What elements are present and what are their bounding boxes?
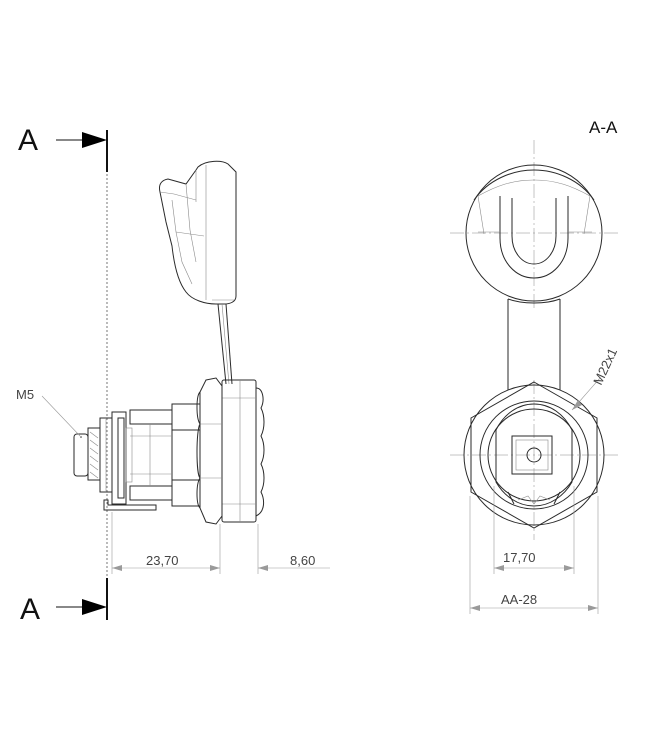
section-arrow-bottom-icon	[82, 599, 107, 615]
section-view-title: A-A	[589, 118, 618, 137]
dim-aa-28: AA-28	[501, 592, 537, 607]
dim-8-60: 8,60	[290, 553, 315, 568]
section-view: M22x1 17,70 AA-28	[450, 140, 620, 614]
section-marker-letter-bottom: A	[20, 593, 40, 626]
nut-face	[463, 381, 605, 529]
dust-cap	[159, 160, 237, 305]
section-centerlines	[450, 140, 618, 540]
hex-nut	[196, 377, 223, 525]
cap-arm	[507, 298, 561, 390]
rear-flange	[221, 379, 265, 523]
side-view: M5 23,70 8,60	[16, 160, 330, 574]
m5-callout: M5	[16, 387, 81, 437]
side-dimensions: 23,70 8,60	[111, 512, 330, 574]
cap-strap	[217, 303, 233, 385]
section-marker-top: A	[18, 124, 107, 157]
cap-head	[465, 164, 603, 302]
section-marker-letter-top: A	[18, 124, 38, 157]
section-marker-bottom: A	[20, 593, 107, 626]
m5-bolt	[73, 417, 113, 493]
m5-thread-label: M5	[16, 387, 34, 402]
section-dimensions: 17,70 AA-28	[469, 486, 599, 614]
section-arrow-top-icon	[82, 132, 107, 148]
threaded-body	[129, 403, 201, 507]
dim-17-70: 17,70	[503, 550, 536, 565]
m22-thread-label: M22x1	[590, 346, 620, 388]
m22-callout: M22x1	[571, 346, 620, 411]
dim-23-70: 23,70	[146, 553, 179, 568]
